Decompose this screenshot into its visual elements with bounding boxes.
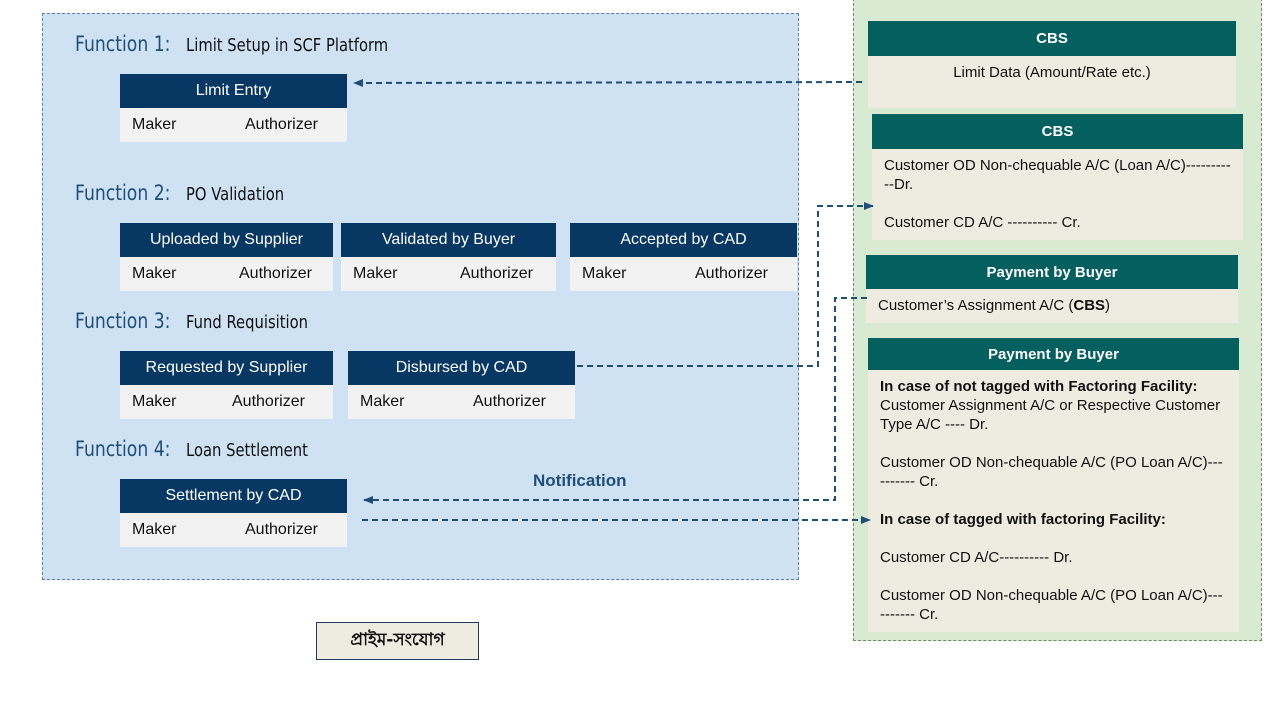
cd-cr-entry: Customer CD A/C ---------- Cr.	[884, 214, 1081, 231]
od-dr-entry: Customer OD Non-chequable A/C (Loan A/C)…	[884, 157, 1231, 193]
settlement-by-cad-header: Settlement by CAD	[120, 479, 347, 513]
maker-label: Maker	[132, 393, 177, 410]
accepted-by-cad-header: Accepted by CAD	[570, 223, 797, 257]
cbs-limit-body: Limit Data (Amount/Rate etc.)	[868, 56, 1236, 108]
function-3-number: Function 3:	[75, 309, 171, 333]
notification-arrow	[363, 297, 867, 504]
assignment-text-pre: Customer’s Assignment A/C (	[878, 297, 1074, 314]
validated-by-buyer-roles: Maker Authorizer	[341, 257, 556, 291]
authorizer-label: Authorizer	[232, 393, 305, 410]
authorizer-label: Authorizer	[245, 116, 318, 133]
assignment-text-bold: CBS	[1073, 297, 1106, 314]
cbs-disbursement-header: CBS	[872, 114, 1243, 149]
maker-label: Maker	[360, 393, 405, 410]
assignment-text-post: )	[1105, 297, 1111, 314]
uploaded-by-supplier-header: Uploaded by Supplier	[120, 223, 333, 257]
function-1-number: Function 1:	[75, 32, 171, 56]
case-tagged-title: In case of tagged with factoring Facilit…	[880, 511, 1166, 528]
payment-by-buyer-body-1: Customer’s Assignment A/C (CBS)	[866, 289, 1238, 323]
accepted-by-cad-roles: Maker Authorizer	[570, 257, 797, 291]
function-2-title: PO Validation	[186, 184, 285, 205]
payment-by-buyer-header-2: Payment by Buyer	[868, 338, 1239, 370]
maker-label: Maker	[132, 116, 177, 133]
cbs-limit-header: CBS	[868, 21, 1236, 56]
requested-by-supplier-header: Requested by Supplier	[120, 351, 333, 385]
authorizer-label: Authorizer	[245, 521, 318, 538]
maker-label: Maker	[132, 521, 177, 538]
disbursed-by-cad-roles: Maker Authorizer	[348, 385, 575, 419]
function-3-title: Fund Requisition	[186, 312, 309, 333]
authorizer-label: Authorizer	[695, 265, 768, 282]
case-tagged-cr: Customer OD Non-chequable A/C (PO Loan A…	[880, 587, 1223, 623]
settlement-by-cad-roles: Maker Authorizer	[120, 513, 347, 547]
maker-label: Maker	[582, 265, 627, 282]
authorizer-label: Authorizer	[460, 265, 533, 282]
function-1-title: Limit Setup in SCF Platform	[186, 35, 389, 56]
case-untagged-dr: Customer Assignment A/C or Respective Cu…	[880, 397, 1221, 433]
prime-songjog-logo: প্রাইম-সংযোগ	[316, 622, 479, 660]
validated-by-buyer-header: Validated by Buyer	[341, 223, 556, 257]
maker-label: Maker	[132, 265, 177, 282]
case-untagged-cr: Customer OD Non-chequable A/C (PO Loan A…	[880, 454, 1223, 490]
function-2-number: Function 2:	[75, 181, 171, 205]
disbursed-by-cad-header: Disbursed by CAD	[348, 351, 575, 385]
maker-label: Maker	[353, 265, 398, 282]
requested-by-supplier-roles: Maker Authorizer	[120, 385, 333, 419]
notification-label: Notification	[533, 471, 627, 490]
disbursement-arrow	[577, 202, 874, 367]
payment-by-buyer-header-1: Payment by Buyer	[866, 255, 1238, 289]
limit-entry-roles: Maker Authorizer	[120, 108, 347, 142]
limit-data-arrow	[353, 78, 863, 87]
cbs-disbursement-body: Customer OD Non-chequable A/C (Loan A/C)…	[872, 149, 1243, 240]
function-4-number: Function 4:	[75, 437, 171, 461]
limit-entry-header: Limit Entry	[120, 74, 347, 108]
function-4-title: Loan Settlement	[186, 440, 308, 461]
case-tagged-dr: Customer CD A/C---------- Dr.	[880, 549, 1073, 566]
case-untagged-title: In case of not tagged with Factoring Fac…	[880, 378, 1198, 395]
uploaded-by-supplier-roles: Maker Authorizer	[120, 257, 333, 291]
payment-by-buyer-body-2: In case of not tagged with Factoring Fac…	[868, 370, 1239, 632]
authorizer-label: Authorizer	[239, 265, 312, 282]
authorizer-label: Authorizer	[473, 393, 546, 410]
limit-data-text: Limit Data (Amount/Rate etc.)	[953, 64, 1151, 81]
assignment-account-text: Customer’s Assignment A/C (CBS)	[878, 296, 1238, 315]
